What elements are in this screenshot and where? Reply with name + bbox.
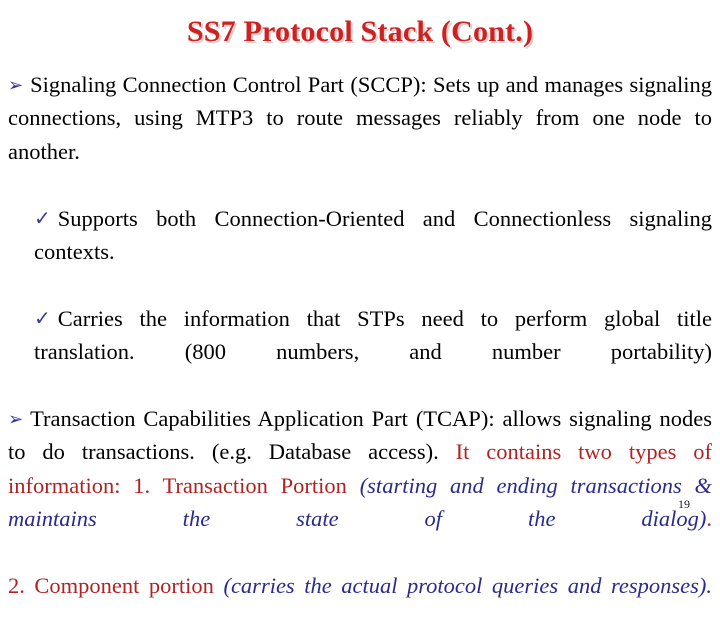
body-paragraph: 2. Component portion (carries the actual… [8, 569, 712, 636]
check-bullet-icon: ✓ [34, 305, 51, 330]
page-number: 19 [678, 497, 690, 511]
body-paragraph: ✓Carries the information that STPs need … [8, 302, 712, 402]
text-run: 2. Component portion [8, 573, 224, 599]
text-run: Carries the information that STPs need t… [34, 305, 712, 365]
page-title: SS7 Protocol Stack (Cont.) [186, 15, 534, 48]
text-run: (starting and ending transactions & main… [8, 472, 712, 532]
body-paragraph: ➢Transaction Capabilities Application Pa… [8, 402, 712, 569]
slide-body: ➢Signaling Connection Control Part (SCCP… [8, 68, 712, 636]
check-bullet-icon: ✓ [34, 205, 51, 230]
text-run: Transaction Capabilities Application Par… [8, 406, 712, 465]
arrow-bullet-icon: ➢ [8, 75, 24, 96]
text-run: . [706, 506, 712, 532]
text-run: (carries the actual protocol queries and… [223, 573, 707, 599]
text-run: Supports both Connection-Oriented and Co… [34, 205, 712, 265]
arrow-bullet-icon: ➢ [8, 409, 24, 431]
text-run: . [706, 573, 712, 599]
text-run: It contains two types of information: 1.… [8, 439, 712, 498]
text-run: Signaling Connection Control Part (SCCP)… [8, 72, 712, 164]
body-paragraph: ➢Signaling Connection Control Part (SCCP… [8, 68, 712, 202]
body-paragraph: ✓Supports both Connection-Oriented and C… [8, 202, 712, 302]
